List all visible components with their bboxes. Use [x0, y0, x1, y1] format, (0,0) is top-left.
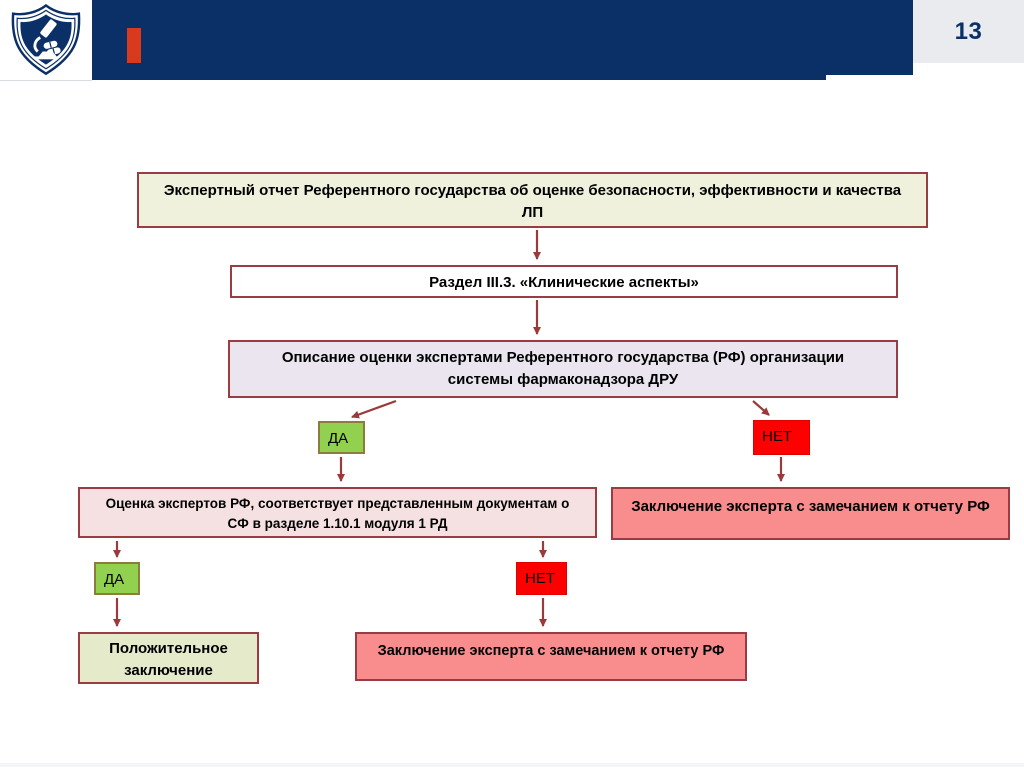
- flow-box-pharmacovigilance-description: Описание оценки экспертами Референтного …: [228, 340, 898, 398]
- decision-no-top: НЕТ: [753, 420, 810, 455]
- flow-box-label: Заключение эксперта с замечанием к отчет…: [377, 643, 725, 659]
- decision-no-bottom: НЕТ: [516, 562, 567, 595]
- shield-microscope-icon: [11, 3, 81, 76]
- flow-box-positive-conclusion: Положительное заключение: [78, 632, 259, 684]
- decision-label: ДА: [328, 430, 349, 447]
- decision-label: ДА: [104, 571, 125, 588]
- logo: [0, 0, 92, 81]
- arrow-description-to-no: [752, 400, 770, 416]
- flow-box-label: Оценка экспертов РФ, соответствует предс…: [105, 496, 570, 531]
- page-number: 13: [954, 17, 983, 45]
- flow-box-expert-report: Экспертный отчет Референтного государств…: [137, 172, 928, 228]
- flow-box-assessment: Оценка экспертов РФ, соответствует предс…: [78, 487, 597, 538]
- page-number-box: 13: [913, 0, 1024, 63]
- microscope-glyph: [33, 19, 61, 60]
- header-bar: [92, 0, 913, 75]
- arrow-description-to-yes: [351, 399, 397, 419]
- flow-box-remark-bottom: Заключение эксперта с замечанием к отчет…: [355, 632, 747, 681]
- flow-box-label: Описание оценки экспертами Референтного …: [281, 349, 845, 388]
- flow-box-section: Раздел III.3. «Клинические аспекты»: [230, 265, 898, 298]
- decision-label: НЕТ: [525, 570, 555, 587]
- decision-label: НЕТ: [762, 428, 792, 445]
- header-bar-sub: [92, 75, 826, 80]
- decision-yes-bottom: ДА: [94, 562, 140, 595]
- accent-bar: [127, 28, 141, 63]
- slide-bottom-edge: [0, 763, 1024, 767]
- flow-box-label: Экспертный отчет Референтного государств…: [163, 182, 902, 221]
- flow-box-label: Положительное заключение: [109, 640, 228, 679]
- decision-yes-top: ДА: [318, 421, 365, 454]
- flow-box-label: Заключение эксперта с замечанием к отчет…: [631, 498, 990, 515]
- flow-box-label: Раздел III.3. «Клинические аспекты»: [429, 274, 699, 291]
- flow-box-remark-right: Заключение эксперта с замечанием к отчет…: [611, 487, 1010, 540]
